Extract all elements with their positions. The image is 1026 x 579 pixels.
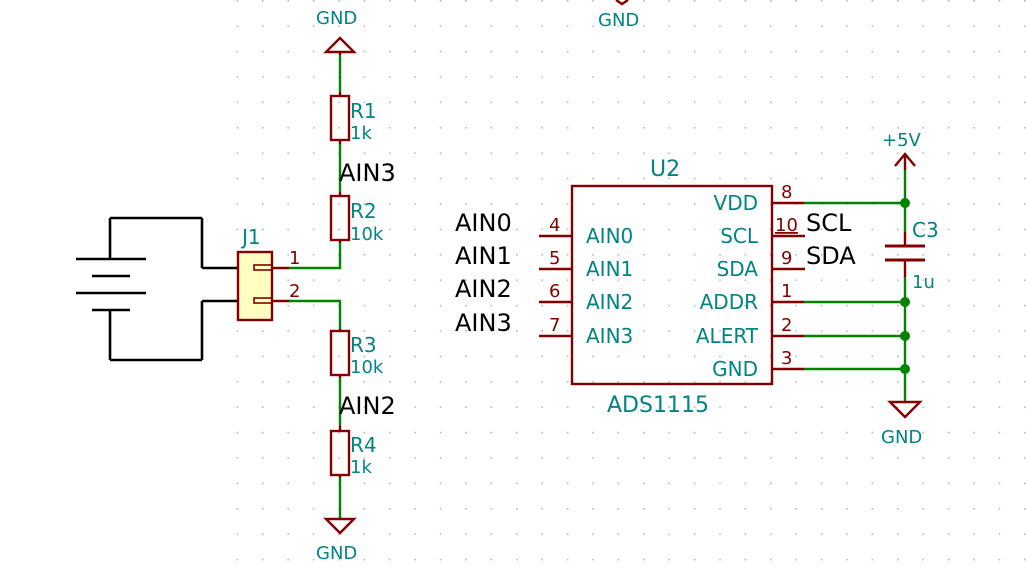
junction-dot (900, 364, 910, 374)
junction-dot (900, 331, 910, 341)
ic-u2-pin-ain2-name: AIN2 (586, 290, 633, 314)
capacitor-c3-value: 1u (912, 272, 935, 293)
ic-u2-pin-ain1-number: 5 (549, 248, 560, 269)
ic-u2-pin-alert-number: 2 (781, 315, 792, 336)
divider-wires (288, 53, 342, 520)
ic-u2-pin-vdd-name: VDD (714, 191, 758, 215)
right-rail-wires (803, 168, 910, 402)
capacitor-c3-ref: C3 (912, 218, 939, 242)
ic-u2-pin-ain0-name: AIN0 (586, 224, 633, 248)
ic-u2-pin-scl-number: 10 (775, 215, 798, 236)
ic-u2-pin-alert-name: ALERT (696, 324, 759, 348)
ic-u2-pin-sda-number: 9 (781, 248, 792, 269)
battery-symbol (76, 216, 256, 362)
capacitor-c3[interactable]: C3 1u (885, 218, 939, 293)
ic-u2-pin-addr-number: 1 (781, 281, 792, 302)
resistor-r1[interactable]: R1 1k (329, 92, 377, 144)
resistor-r3[interactable]: R3 10k (329, 329, 384, 378)
ic-u2-pin-ain0-number: 4 (549, 215, 560, 236)
ic-u2-ads1115[interactable]: U2 ADS1115 4 5 6 7 AIN0 AIN1 AIN2 AIN3 8… (539, 157, 805, 418)
ic-u2-pin-scl-name: SCL (720, 224, 759, 248)
connector-j1-pin2-number: 2 (289, 281, 300, 302)
ic-u2-pin-gnd-number: 3 (781, 348, 792, 369)
grid-dots (236, 0, 1026, 579)
ic-u2-pin-gnd-name: GND (712, 357, 758, 381)
resistor-r4[interactable]: R4 1k (329, 426, 377, 478)
ic-u2-pin-ain1-name: AIN1 (586, 257, 633, 281)
net-label-ain2-divider: AIN2 (339, 392, 396, 420)
gnd-symbol-top-center[interactable]: GND (598, 0, 639, 31)
resistor-r1-value: 1k (350, 123, 372, 144)
resistor-r2[interactable]: R2 10k (329, 192, 384, 245)
ic-u2-pin-vdd-number: 8 (781, 182, 792, 203)
net-label-ain2-input: AIN2 (455, 275, 512, 303)
resistor-r2-ref: R2 (350, 199, 377, 223)
junction-dot (900, 198, 910, 208)
net-label-scl: SCL (806, 209, 852, 237)
connector-j1-body (236, 250, 274, 322)
junction-dot (900, 297, 910, 307)
gnd-symbol-cap[interactable]: GND (881, 400, 923, 448)
resistor-r4-ref: R4 (350, 433, 377, 457)
ic-u2-pin-addr-name: ADDR (700, 290, 758, 314)
ic-u2-pin-sda-name: SDA (717, 257, 759, 281)
gnd-bottom-label: GND (316, 543, 357, 564)
gnd-top-center-label: GND (598, 10, 639, 31)
resistor-r2-value: 10k (350, 224, 384, 245)
ic-u2-pin-ain2-number: 6 (549, 281, 560, 302)
resistor-r1-ref: R1 (350, 99, 377, 123)
resistor-r3-value: 10k (350, 357, 384, 378)
gnd-symbol-top[interactable]: GND (316, 8, 357, 55)
net-label-ain3-input: AIN3 (455, 309, 512, 337)
gnd-symbol-bottom[interactable]: GND (316, 517, 357, 564)
ic-u2-pin-ain3-number: 7 (549, 315, 560, 336)
resistor-r3-ref: R3 (350, 333, 377, 357)
resistor-r4-value: 1k (350, 457, 372, 478)
connector-j1[interactable]: J1 1 2 (236, 225, 300, 322)
connector-j1-pin1-number: 1 (289, 248, 300, 269)
gnd-cap-label: GND (881, 427, 922, 448)
vcc-symbol[interactable]: +5V (882, 130, 922, 170)
gnd-top-label: GND (316, 8, 357, 29)
vcc-label: +5V (882, 130, 922, 151)
net-label-ain0-input: AIN0 (455, 209, 512, 237)
net-label-sda: SDA (806, 242, 856, 270)
ic-u2-value: ADS1115 (607, 393, 709, 418)
ic-u2-ref: U2 (650, 157, 680, 182)
connector-j1-ref: J1 (240, 225, 261, 249)
net-label-ain1-input: AIN1 (455, 242, 512, 270)
ic-u2-pin-ain3-name: AIN3 (586, 324, 633, 348)
net-label-ain3-divider: AIN3 (339, 159, 396, 187)
